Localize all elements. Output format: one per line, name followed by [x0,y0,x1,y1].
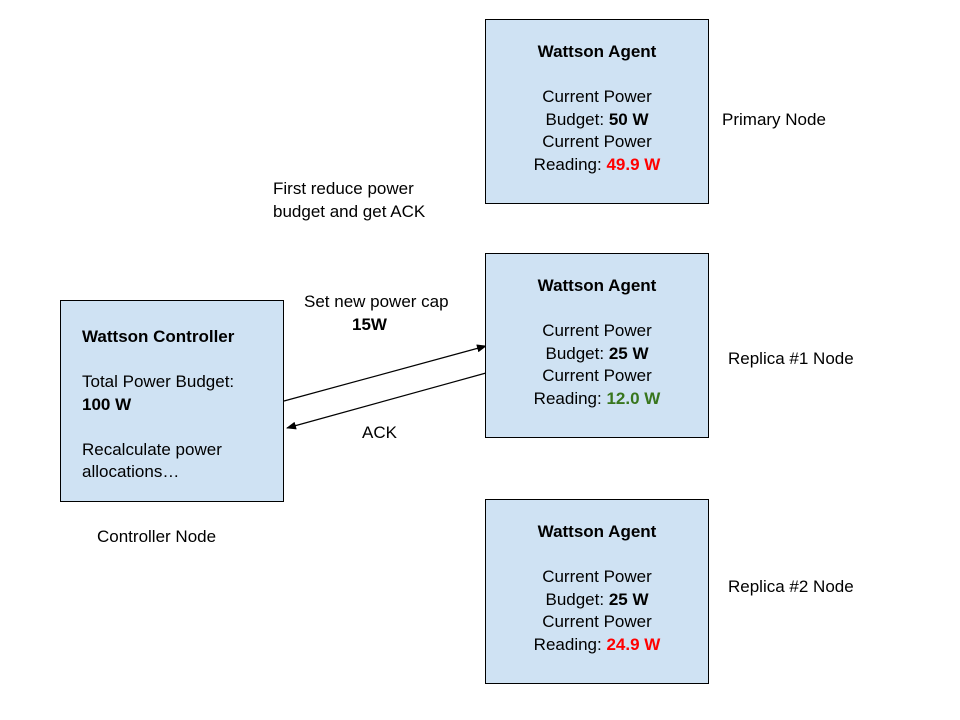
agent-title: Wattson Agent [537,276,657,295]
agent-title: Wattson Agent [537,522,657,541]
recalculate-line-1: Recalculate power [82,439,222,459]
budget-line: Budget: 25 W [486,589,708,612]
agent-title: Wattson Agent [537,42,657,61]
reading-label-line-1: Current Power [542,366,652,385]
replica-2-node-label: Replica #2 Node [728,577,854,596]
budget-label: Budget: [545,589,609,609]
reading-label: Reading: [533,154,607,174]
reading-label-line-1: Current Power [542,132,652,151]
budget-label: Budget: [545,109,609,129]
primary-node-label: Primary Node [722,110,826,129]
budget-label-line-1: Current Power [542,87,652,106]
total-budget-label: Total Power Budget: [82,372,235,391]
reading-value: 12.0 W [606,388,661,408]
ack-arrow [286,372,487,430]
budget-line: Budget: 25 W [486,343,708,366]
set-cap-line-1: Set new power cap [304,292,449,311]
controller-node-label: Controller Node [97,527,217,546]
budget-label-line-1: Current Power [542,321,652,340]
set-cap-value: 15W [352,314,387,334]
reading-line: Reading: 49.9 W [486,154,708,177]
first-reduce-line-1: First reduce power [273,179,414,198]
budget-line: Budget: 50 W [486,109,708,132]
reading-label: Reading: [533,388,607,408]
ack-label: ACK [362,423,397,442]
reading-value: 49.9 W [606,154,661,174]
reading-label-line-1: Current Power [542,612,652,631]
replica-1-agent-box: Wattson Agent Current Power Budget: 25 W… [485,253,709,438]
primary-agent-box: Wattson Agent Current Power Budget: 50 W… [485,19,709,204]
set-cap-arrow [283,344,487,402]
reading-line: Reading: 24.9 W [486,634,708,657]
total-budget-value: 100 W [82,394,132,414]
reading-value: 24.9 W [606,634,661,654]
budget-label-line-1: Current Power [542,567,652,586]
set-cap-note: Set new power cap 15W [304,291,449,336]
controller-title: Wattson Controller [82,327,235,346]
controller-box: Wattson Controller Total Power Budget: 1… [60,300,284,502]
budget-label: Budget: [545,343,609,363]
budget-value: 25 W [608,589,649,609]
recalculate-line-2: allocations… [82,462,180,481]
first-reduce-line-2: budget and get ACK [273,201,426,221]
budget-value: 25 W [608,343,649,363]
replica-1-node-label: Replica #1 Node [728,349,854,368]
first-reduce-note: First reduce power budget and get ACK [273,178,425,223]
budget-value: 50 W [608,109,649,129]
reading-line: Reading: 12.0 W [486,388,708,411]
replica-2-agent-box: Wattson Agent Current Power Budget: 25 W… [485,499,709,684]
reading-label: Reading: [533,634,607,654]
